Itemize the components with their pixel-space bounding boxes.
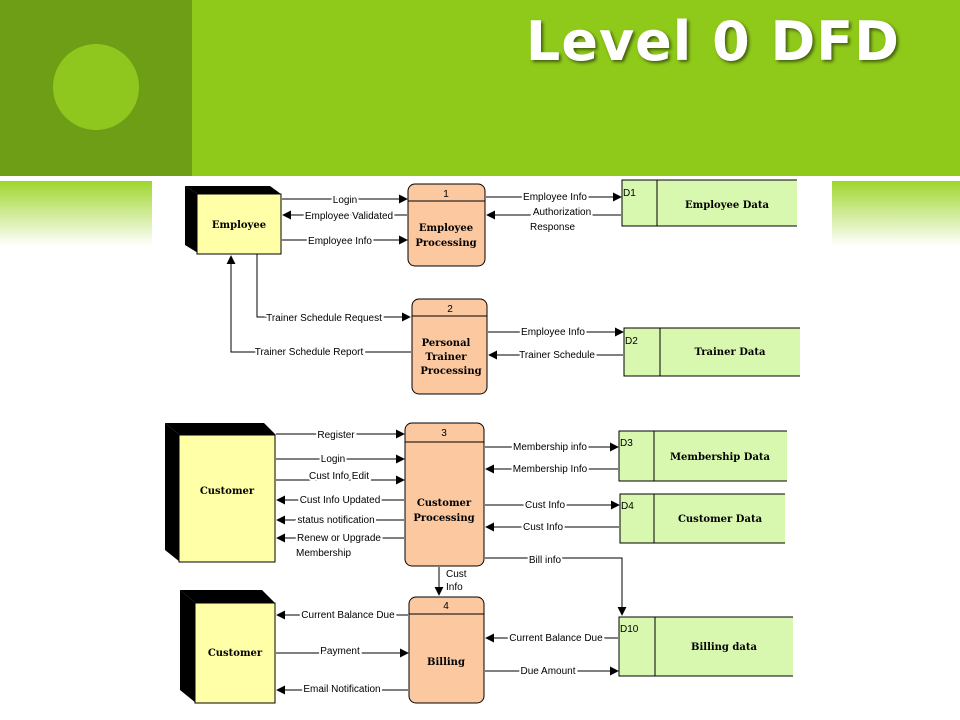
process-2: 2 Personal Trainer Processing xyxy=(411,298,488,395)
store-d2-id: D2 xyxy=(625,336,638,347)
slide-title: Level 0 DFD xyxy=(525,10,900,73)
flow-cust-info-edit: Cust Info Edit xyxy=(276,469,405,485)
flow-renew-upgrade: Renew or Upgrade Membership xyxy=(276,531,404,559)
flow-trainer-schedule-report-label: Trainer Schedule Report xyxy=(255,347,364,358)
flow-payment-label: Payment xyxy=(320,646,360,657)
flow-membership-info-out: Membership info xyxy=(485,440,619,455)
flow-authorization-label-line-1: Authorization xyxy=(533,207,591,218)
entity-employee-label: Employee xyxy=(212,220,266,231)
flow-employee-validated-label: Employee Validated xyxy=(305,211,393,222)
flow-login-2: Login xyxy=(276,452,405,467)
process-4: 4 Billing xyxy=(408,596,485,704)
store-d1: D1 Employee Data xyxy=(621,179,797,227)
store-d10-id: D10 xyxy=(620,624,639,635)
flow-employee-info-1-label: Employee Info xyxy=(308,236,372,247)
flow-employee-info-3: Employee Info xyxy=(488,325,624,340)
flow-employee-info-2-label: Employee Info xyxy=(523,192,587,203)
entity-customer-1: Customer xyxy=(165,423,276,563)
process-3-name-line-2: Processing xyxy=(413,513,474,524)
entity-customer-2-label: Customer xyxy=(208,648,263,659)
flow-renew-label-line-1: Renew or Upgrade xyxy=(297,533,381,544)
header-bar xyxy=(192,0,960,176)
flow-payment: Payment xyxy=(276,644,409,659)
flow-email-notification-label: Email Notification xyxy=(303,684,380,695)
flow-cust-info-in: Cust Info xyxy=(485,520,619,535)
process-4-number: 4 xyxy=(443,601,449,612)
flow-cust-info-down-label-line-2: Info xyxy=(446,582,463,593)
flow-authorization-label-line-2: Response xyxy=(530,222,575,233)
header-circle-decoration xyxy=(53,44,139,130)
flow-trainer-schedule: Trainer Schedule xyxy=(488,348,623,363)
flow-current-balance-due-2-label: Current Balance Due xyxy=(509,633,603,644)
flow-authorization-response: Authorization Response xyxy=(486,205,621,233)
store-d2-name: Trainer Data xyxy=(695,347,766,358)
flow-status-notification-label: status notification xyxy=(297,515,374,526)
flow-cust-info-down: Cust Info xyxy=(434,567,467,596)
flow-trainer-schedule-label: Trainer Schedule xyxy=(519,350,595,361)
flow-cust-info-edit-label: Cust Info Edit xyxy=(309,471,369,482)
flow-due-amount-label: Due Amount xyxy=(520,666,575,677)
flow-cust-info-out-label: Cust Info xyxy=(525,500,565,511)
store-d2: D2 Trainer Data xyxy=(623,327,800,377)
flow-employee-info-3-label: Employee Info xyxy=(521,327,585,338)
process-4-name-line-1: Billing xyxy=(427,657,465,668)
process-1: 1 Employee Processing xyxy=(407,183,486,267)
store-d10-name: Billing data xyxy=(691,642,757,653)
store-d4-name: Customer Data xyxy=(678,514,763,525)
entity-employee: Employee xyxy=(185,186,282,255)
flow-register: Register xyxy=(276,428,405,443)
flow-email-notification: Email Notification xyxy=(276,682,408,697)
store-d3-name: Membership Data xyxy=(670,452,771,463)
process-2-number: 2 xyxy=(447,304,453,315)
flow-membership-info-in-label: Membership Info xyxy=(513,464,588,475)
left-gradient-decoration xyxy=(0,181,152,246)
store-d1-id: D1 xyxy=(623,188,636,199)
flow-renew-label-line-2: Membership xyxy=(296,548,351,559)
flow-current-balance-due-1: Current Balance Due xyxy=(276,608,408,623)
flow-employee-info-2: Employee Info xyxy=(486,190,622,205)
flow-current-balance-due-1-label: Current Balance Due xyxy=(301,610,395,621)
flow-cust-info-out: Cust Info xyxy=(485,498,620,513)
process-1-number: 1 xyxy=(443,189,449,200)
process-1-name-line-2: Processing xyxy=(415,238,476,249)
store-d3-id: D3 xyxy=(620,438,633,449)
flow-login-1-label: Login xyxy=(333,195,357,206)
store-d4-id: D4 xyxy=(621,501,634,512)
right-gradient-decoration xyxy=(832,181,960,246)
flow-employee-info-1: Employee Info xyxy=(282,234,408,249)
flow-current-balance-due-2: Current Balance Due xyxy=(485,631,618,646)
flow-trainer-schedule-request-label: Trainer Schedule Request xyxy=(266,313,382,324)
process-2-name-line-3: Processing xyxy=(420,366,481,377)
store-d4: D4 Customer Data xyxy=(619,493,785,544)
flow-status-notification: status notification xyxy=(276,513,404,528)
entity-customer-2: Customer xyxy=(180,590,276,704)
flow-trainer-schedule-request: Trainer Schedule Request xyxy=(256,254,411,326)
process-1-name-line-1: Employee xyxy=(419,223,473,234)
store-d1-name: Employee Data xyxy=(685,200,769,211)
entity-customer-1-label: Customer xyxy=(200,486,255,497)
flow-bill-info: Bill info xyxy=(485,553,627,616)
store-d10: D10 Billing data xyxy=(618,616,793,677)
flow-register-label: Register xyxy=(317,430,355,441)
flow-cust-info-updated: Cust Info Updated xyxy=(276,493,404,508)
flow-login-2-label: Login xyxy=(321,454,345,465)
process-2-name-line-1: Personal xyxy=(422,338,471,349)
store-d3: D3 Membership Data xyxy=(618,430,787,482)
flow-cust-info-in-label: Cust Info xyxy=(523,522,563,533)
flow-cust-info-down-label-line-1: Cust xyxy=(446,569,467,580)
process-3-name-line-1: Customer xyxy=(417,498,472,509)
flow-membership-info-out-label: Membership info xyxy=(513,442,587,453)
process-2-name-line-2: Trainer xyxy=(425,352,467,363)
process-3-number: 3 xyxy=(441,428,447,439)
flow-bill-info-label: Bill info xyxy=(529,555,562,566)
process-3: 3 Customer Processing xyxy=(404,422,485,567)
flow-login-1: Login xyxy=(282,193,408,208)
flow-trainer-schedule-report: Trainer Schedule Report xyxy=(226,255,411,360)
flow-cust-info-updated-label: Cust Info Updated xyxy=(300,495,381,506)
flow-due-amount: Due Amount xyxy=(485,664,619,679)
flow-employee-validated: Employee Validated xyxy=(282,209,407,224)
flow-membership-info-in: Membership Info xyxy=(485,462,618,477)
